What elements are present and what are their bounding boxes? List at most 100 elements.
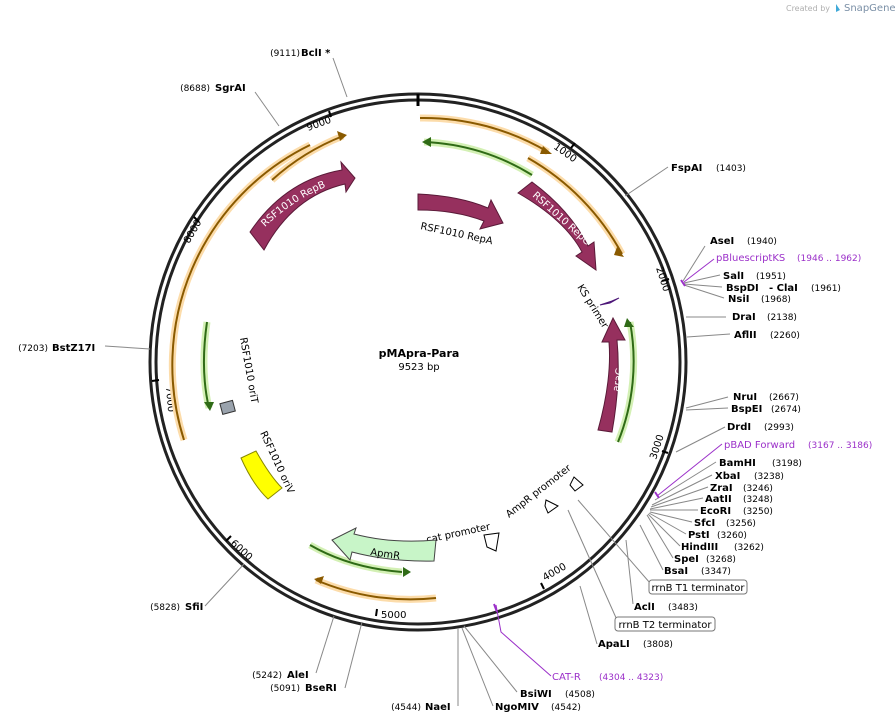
site-psti[interactable]: PstI [688,530,710,541]
site-sali-pos: (1951) [756,272,786,282]
site-asei-pos: (1940) [747,237,777,247]
site-bseri[interactable]: BseRI [305,683,337,694]
feature-repC[interactable] [517,181,597,272]
primer-markers [493,279,686,613]
site-aflii[interactable]: AflII [734,330,757,341]
leader-xbai [651,474,713,506]
branding: Created by SnapGene [786,3,895,14]
primer-pbad-forward[interactable]: pBAD Forward [724,440,795,451]
orf-orange-1 [419,116,549,153]
leader-bspdi [683,283,723,288]
box-rrnb-t2[interactable] [614,616,716,632]
site-nsii[interactable]: NsiI [728,294,749,305]
primer-cat-r[interactable]: CAT-R [552,672,581,683]
primer-pbluescriptks-pos: (1946 .. 1962) [797,254,861,264]
leader-ngomiv [461,627,494,707]
site-bspei[interactable]: BspEI [731,404,762,415]
leader-sgrai [254,91,280,127]
feature-orit-icon[interactable] [219,399,236,415]
site-hindiii[interactable]: HindIII [681,542,718,553]
leader-alei [315,615,335,674]
leader-pbad-forward [656,443,723,497]
feature-repB[interactable] [249,160,356,251]
site-apali[interactable]: ApaLI [598,639,630,650]
feature-apmr[interactable] [331,527,437,562]
leader-aflii [686,333,731,338]
site-bsai-pos: (3347) [701,567,731,577]
site-zrai[interactable]: ZraI [710,483,733,494]
primer-marker-pbluescriptks-icon [680,279,686,287]
tick-6000 [225,535,232,542]
feature-oriv[interactable] [240,450,283,500]
orf-orange-highlight-4 [168,141,312,442]
orf-orange-5-arrow-icon [314,576,324,584]
leader-bamhi [654,461,717,501]
leader-zrai [650,486,709,508]
primer-pbluescriptks[interactable]: pBluescriptKS [716,253,785,264]
site-bspdi[interactable]: BspDI [726,283,759,294]
site-bcli[interactable]: BclI * [301,48,331,59]
primer-marker-pbad-icon [654,491,660,499]
backbone [148,92,688,632]
orf-green-1-arrow-icon [422,137,431,147]
box-rrnb-t1[interactable] [648,579,748,595]
site-zrai-pos: (3246) [743,484,773,494]
site-xbai[interactable]: XbaI [715,471,740,482]
site-acli-pos: (3483) [668,603,698,613]
feature-araC[interactable] [597,316,626,433]
tick-7000 [151,379,160,382]
tick-1000 [570,142,576,149]
site-bsiwi[interactable]: BsiWI [520,689,552,700]
site-bcli-pos: (9111) [270,49,300,59]
leader-bstz17i [104,345,151,350]
site-drai[interactable]: DraI [732,312,756,323]
leader-apali [579,585,598,645]
orf-arcs-orange [168,114,626,603]
site-sfci-pos: (3256) [726,519,756,529]
site-hindiii-pos: (3262) [734,543,764,553]
orf-green-3-arrow-icon [204,402,214,411]
site-nrui-pos: (2667) [769,393,799,403]
site-bseri-pos: (5091) [270,684,300,694]
site-fspai[interactable]: FspAI [671,163,702,174]
site-sgrai[interactable]: SgrAI [215,83,246,94]
site-acli[interactable]: AclI [634,602,655,613]
site-sfii[interactable]: SfiI [185,602,203,613]
site-drai-pos: (2138) [767,313,797,323]
orf-green-4 [309,544,403,573]
leader-drdi [675,426,726,453]
orf-green-1 [423,141,533,176]
site-bstz17i[interactable]: BstZ17I [52,343,95,354]
site-bsiwi-pos: (4508) [565,690,595,700]
site-nsii-pos: (1968) [761,295,791,305]
site-drdi[interactable]: DrdI [727,422,751,433]
leader-rrnb-t2 [567,509,618,621]
site-psti-pos: (3260) [717,531,747,541]
orf-green-2 [617,321,635,443]
feature-repA[interactable] [417,193,504,230]
site-ecori[interactable]: EcoRI [700,506,731,517]
leader-sfci [649,511,693,523]
site-bsai[interactable]: BsaI [664,566,688,577]
feature-ks-primer-icon[interactable] [599,297,620,306]
site-alei[interactable]: AleI [287,670,309,681]
site-spei[interactable]: SpeI [674,554,699,565]
orf-orange-2 [527,157,623,255]
site-nrui[interactable]: NruI [733,392,757,403]
site-aatii[interactable]: AatII [705,494,732,505]
plasmid-length: 9523 bp [398,362,439,373]
site-asei[interactable]: AseI [710,236,734,247]
site-sali[interactable]: SalI [723,271,744,282]
leader-cat-r [495,604,552,677]
site-drdi-pos: (2993) [764,423,794,433]
label-rrnb-t2: rrnB T2 terminator [618,620,712,631]
site-clai[interactable]: - ClaI [769,283,798,294]
site-naei[interactable]: NaeI [425,702,451,713]
site-ngomiv[interactable]: NgoMIV [495,702,539,713]
orf-orange-4 [171,144,311,441]
site-bamhi[interactable]: BamHI [719,458,756,469]
site-sfci[interactable]: SfcI [694,518,715,529]
site-sfii-pos: (5828) [150,603,180,613]
plasmid-title: pMApra-Para 9523 bp [379,347,460,373]
